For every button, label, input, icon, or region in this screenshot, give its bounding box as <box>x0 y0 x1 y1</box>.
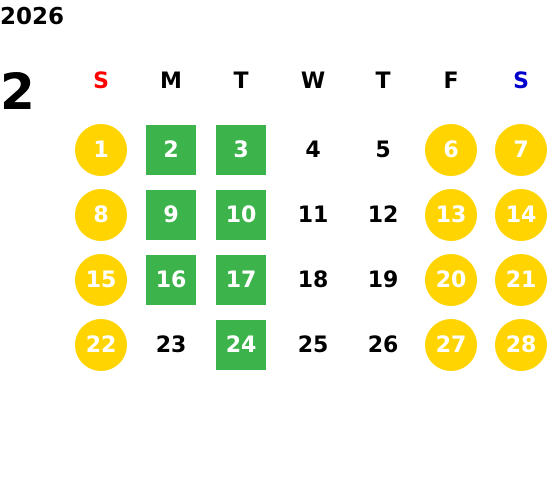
weekend-marker <box>75 254 127 306</box>
weekend-marker <box>425 124 477 176</box>
day-cell[interactable]: 21 <box>494 253 548 307</box>
weekday-header: S <box>513 68 529 94</box>
weekend-marker <box>75 189 127 241</box>
day-number: 26 <box>367 332 399 358</box>
day-number: 20 <box>435 267 467 293</box>
holiday-marker <box>146 255 196 305</box>
day-cell[interactable]: 8 <box>74 188 128 242</box>
day-cell[interactable]: 20 <box>424 253 478 307</box>
weekend-marker <box>495 319 547 371</box>
day-number: 21 <box>505 267 537 293</box>
holiday-marker <box>216 125 266 175</box>
weekend-marker <box>495 254 547 306</box>
weekday-header: T <box>233 68 249 94</box>
weekend-marker <box>425 189 477 241</box>
day-cell[interactable]: 5 <box>356 123 410 177</box>
day-number: 24 <box>225 332 257 358</box>
day-number: 1 <box>93 137 109 163</box>
day-cell[interactable]: 19 <box>356 253 410 307</box>
day-number: 18 <box>297 267 329 293</box>
day-number: 19 <box>367 267 399 293</box>
day-number: 11 <box>297 202 329 228</box>
holiday-marker <box>146 190 196 240</box>
weekend-marker <box>75 319 127 371</box>
weekday-header: F <box>443 68 459 94</box>
day-cell[interactable]: 23 <box>144 318 198 372</box>
day-cell[interactable]: 28 <box>494 318 548 372</box>
day-number: 7 <box>513 137 529 163</box>
holiday-marker <box>216 255 266 305</box>
day-number: 22 <box>85 332 117 358</box>
day-number: 9 <box>163 202 179 228</box>
day-number: 15 <box>85 267 117 293</box>
day-cell[interactable]: 26 <box>356 318 410 372</box>
day-cell[interactable]: 22 <box>74 318 128 372</box>
holiday-marker <box>216 190 266 240</box>
weekday-header: S <box>93 68 109 94</box>
day-cell[interactable]: 12 <box>356 188 410 242</box>
day-cell[interactable]: 16 <box>144 253 198 307</box>
day-number: 17 <box>225 267 257 293</box>
weekend-marker <box>75 124 127 176</box>
day-number: 4 <box>305 137 321 163</box>
calendar-month: 2 <box>0 63 35 121</box>
weekday-header: M <box>160 68 182 94</box>
day-number: 25 <box>297 332 329 358</box>
day-number: 13 <box>435 202 467 228</box>
day-number: 16 <box>155 267 187 293</box>
day-number: 5 <box>375 137 391 163</box>
day-cell[interactable]: 4 <box>286 123 340 177</box>
day-cell[interactable]: 24 <box>214 318 268 372</box>
day-number: 27 <box>435 332 467 358</box>
day-number: 23 <box>155 332 187 358</box>
day-cell[interactable]: 15 <box>74 253 128 307</box>
day-number: 3 <box>233 137 249 163</box>
day-cell[interactable]: 1 <box>74 123 128 177</box>
weekend-marker <box>425 319 477 371</box>
weekday-header: W <box>300 68 326 94</box>
weekday-header: T <box>375 68 391 94</box>
day-number: 8 <box>93 202 109 228</box>
day-cell[interactable]: 25 <box>286 318 340 372</box>
day-cell[interactable]: 17 <box>214 253 268 307</box>
day-number: 2 <box>163 137 179 163</box>
day-cell[interactable]: 18 <box>286 253 340 307</box>
holiday-marker <box>146 125 196 175</box>
day-cell[interactable]: 2 <box>144 123 198 177</box>
calendar-year: 2026 <box>0 4 65 30</box>
day-number: 6 <box>443 137 459 163</box>
day-cell[interactable]: 14 <box>494 188 548 242</box>
day-cell[interactable]: 9 <box>144 188 198 242</box>
weekend-marker <box>495 124 547 176</box>
day-cell[interactable]: 6 <box>424 123 478 177</box>
day-cell[interactable]: 7 <box>494 123 548 177</box>
weekend-marker <box>495 189 547 241</box>
day-cell[interactable]: 13 <box>424 188 478 242</box>
holiday-marker <box>216 320 266 370</box>
weekend-marker <box>425 254 477 306</box>
day-number: 10 <box>225 202 257 228</box>
day-number: 14 <box>505 202 537 228</box>
day-cell[interactable]: 10 <box>214 188 268 242</box>
day-cell[interactable]: 27 <box>424 318 478 372</box>
day-cell[interactable]: 11 <box>286 188 340 242</box>
day-number: 12 <box>367 202 399 228</box>
day-number: 28 <box>505 332 537 358</box>
day-cell[interactable]: 3 <box>214 123 268 177</box>
